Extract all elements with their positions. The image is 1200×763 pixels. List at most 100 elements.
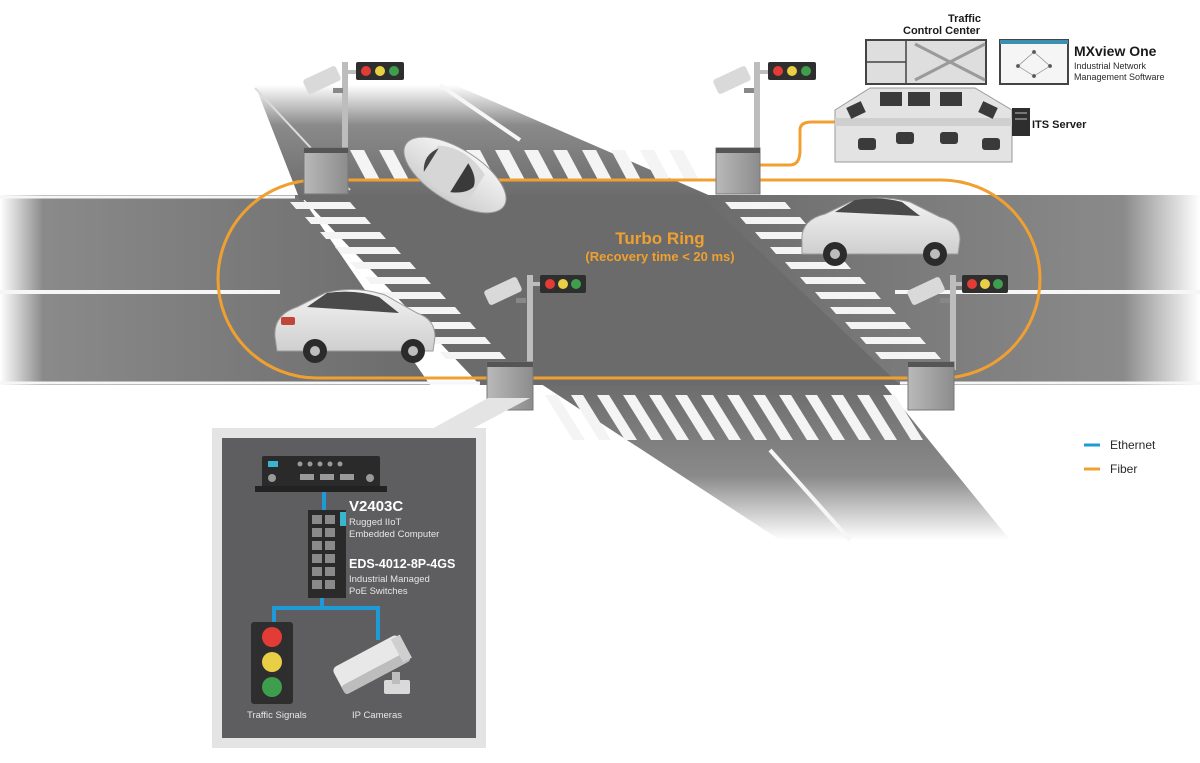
roadside-unit-sw: [484, 275, 586, 411]
crosswalk-stripe: [320, 232, 386, 239]
control-center-label-line2: Control Center: [903, 25, 980, 37]
ip-camera-inset-icon: [333, 634, 412, 694]
crosswalk-stripe: [640, 150, 670, 180]
crosswalk-stripe: [701, 395, 741, 440]
crosswalk-stripe: [831, 395, 871, 440]
switch-desc-line1: Industrial Managed: [349, 574, 430, 585]
crosswalk-stripe: [675, 395, 715, 440]
crosswalk-stripe: [815, 292, 881, 299]
crosswalk-stripe: [611, 150, 641, 180]
crosswalk-stripe: [350, 150, 380, 180]
crosswalk-stripe: [883, 395, 923, 440]
inset-callout-wedge: [430, 398, 530, 430]
camera-icon: [907, 277, 950, 305]
car-north: [403, 136, 507, 214]
switch-port: [325, 528, 335, 537]
computer-desc-line2: Embedded Computer: [349, 529, 440, 540]
road-south: [535, 380, 1010, 540]
crosswalk-stripe: [582, 150, 612, 180]
fiber-link-control-center: [760, 120, 835, 167]
mxview-title: MXview One: [1074, 43, 1157, 59]
camera-icon: [713, 66, 754, 94]
switch-port: [312, 554, 322, 563]
crosswalk-stripe: [727, 395, 767, 440]
crosswalk-stripe: [860, 337, 926, 344]
crosswalk-stripe: [805, 395, 845, 440]
crosswalk-stripe: [380, 292, 446, 299]
switch-port: [325, 580, 335, 589]
crosswalk-stripe: [335, 247, 401, 254]
crosswalk-stripe: [800, 277, 866, 284]
roadside-unit-nw: [303, 62, 404, 195]
crosswalk-south: [545, 395, 923, 440]
switch-port: [325, 554, 335, 563]
crosswalk-stripe: [524, 150, 554, 180]
switch-port: [325, 541, 335, 550]
control-center: [834, 39, 1069, 163]
switch-port: [325, 515, 335, 524]
switch-port: [312, 515, 322, 524]
crosswalk-stripe: [779, 395, 819, 440]
switch-port: [312, 580, 322, 589]
mxview-desc-line2: Management Software: [1074, 72, 1165, 82]
crosswalk-stripe: [365, 277, 431, 284]
camera-icon: [484, 277, 526, 305]
road-edge: [768, 448, 852, 542]
car-west: [274, 289, 436, 363]
crosswalk-stripe: [290, 202, 356, 209]
roadside-unit-se: [907, 275, 1008, 411]
traffic-signal-inset-icon: [251, 622, 293, 704]
car-east: [801, 197, 961, 266]
switch-port: [312, 541, 322, 550]
legend-fiber-label: Fiber: [1110, 462, 1138, 476]
mxview-desc-line1: Industrial Network: [1074, 61, 1147, 71]
turbo-ring-fiber: [216, 178, 1042, 380]
control-center-label-line1: Traffic: [948, 13, 982, 25]
crosswalk-stripe: [425, 337, 491, 344]
roadside-unit-ne: [713, 62, 816, 195]
switch-model: EDS-4012-8P-4GS: [349, 557, 456, 571]
crosswalk-stripe: [379, 150, 409, 180]
crosswalk-stripe: [623, 395, 663, 440]
computer-desc-line1: Rugged IIoT: [349, 517, 402, 528]
roads: [0, 83, 1200, 542]
ethernet-links: [272, 492, 380, 640]
crosswalk-stripe: [350, 262, 416, 269]
crosswalk-stripe: [725, 202, 791, 209]
crosswalk-stripe: [571, 395, 611, 440]
embedded-computer-icon: [255, 456, 387, 492]
crosswalk-stripe: [740, 217, 806, 224]
crosswalk-stripe: [545, 395, 585, 440]
crosswalk-stripe: [875, 352, 941, 359]
road-edge: [438, 83, 522, 142]
crosswalk-stripe: [649, 395, 689, 440]
switch-port: [312, 567, 322, 576]
crosswalk-stripe: [495, 150, 525, 180]
crosswalk-stripe: [597, 395, 637, 440]
crosswalk-stripe: [553, 150, 583, 180]
cabinet-icon: [907, 361, 955, 411]
cabinet-icon: [303, 147, 349, 195]
camera-icon: [303, 66, 343, 94]
crosswalk-stripe: [669, 150, 699, 180]
ip-cameras-label: IP Cameras: [352, 710, 402, 721]
crosswalk-stripe: [845, 322, 911, 329]
its-server-label: ITS Server: [1032, 119, 1087, 131]
turbo-ring-recovery: (Recovery time < 20 ms): [585, 249, 735, 264]
crosswalk-stripe: [857, 395, 897, 440]
switch-port: [325, 567, 335, 576]
legend-ethernet-label: Ethernet: [1110, 438, 1156, 452]
crosswalk-stripe: [753, 395, 793, 440]
operator-chairs: [858, 132, 1000, 150]
its-server-icon: [1012, 108, 1030, 136]
turbo-ring-title: Turbo Ring: [615, 229, 705, 248]
cabinet-icon: [715, 147, 761, 195]
computer-model: V2403C: [349, 498, 404, 515]
switch-desc-line2: PoE Switches: [349, 586, 408, 597]
switch-port: [312, 528, 322, 537]
crosswalk-stripe: [305, 217, 371, 224]
crosswalk-stripe: [440, 352, 506, 359]
crosswalk-stripe: [830, 307, 896, 314]
